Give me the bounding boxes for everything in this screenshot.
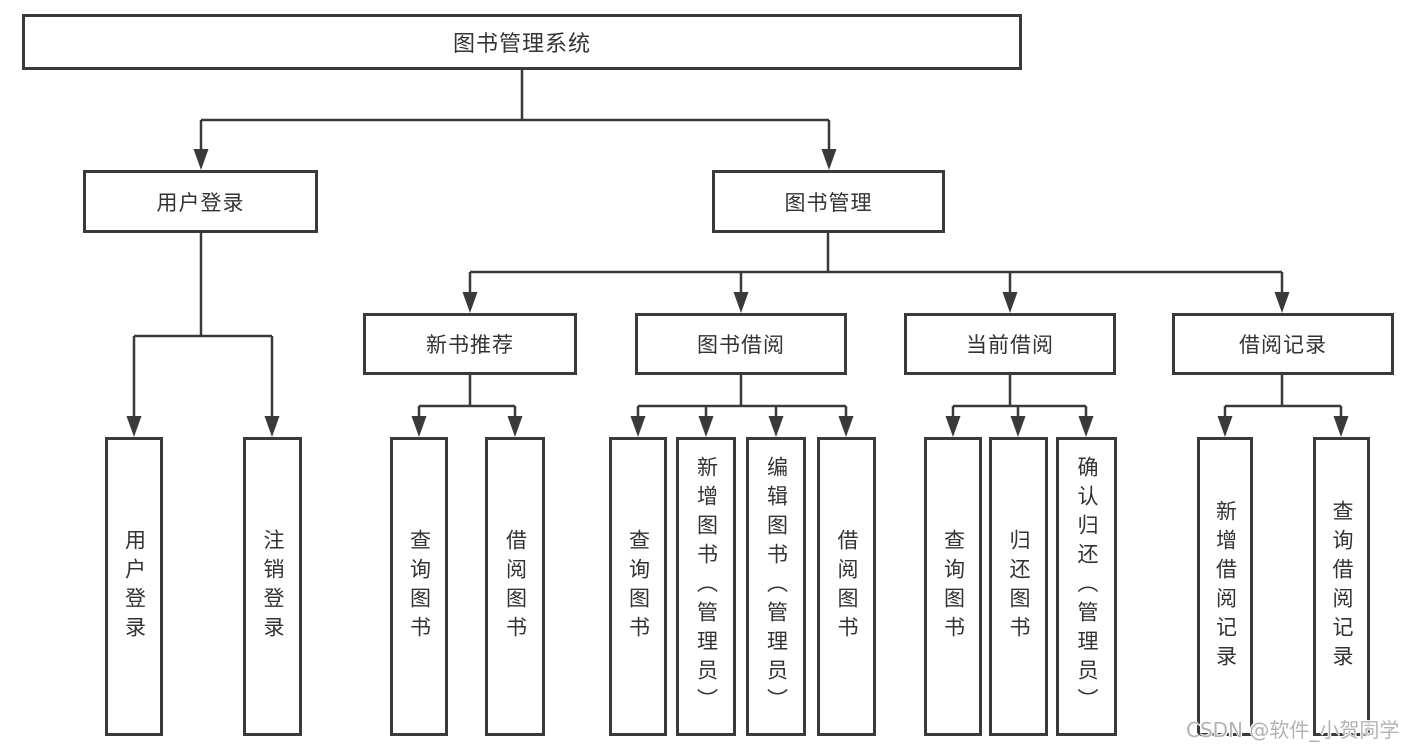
leaf-query-books-current-label: 查询图书 [941,528,966,645]
node-borrow-records: 借阅记录 [1172,313,1394,375]
node-new-book-recommend-label: 新书推荐 [426,333,514,357]
node-borrow-records-label: 借阅记录 [1239,333,1327,357]
leaf-query-borrow-record-label: 查询借阅记录 [1330,499,1354,674]
node-user-login-label: 用户登录 [156,190,245,215]
leaf-borrow-books-recommend: 借阅图书 [485,437,545,736]
csdn-watermark: CSDN @软件_小贺同学 [1186,718,1400,742]
leaf-user-login: 用户登录 [105,437,163,736]
leaf-confirm-return-admin-label: 确认归还（管理员） [1075,456,1099,717]
node-current-borrow-label: 当前借阅 [966,333,1054,357]
leaf-query-borrow-record: 查询借阅记录 [1313,437,1370,736]
leaf-logout-label: 注销登录 [261,528,285,645]
node-root: 图书管理系统 [22,14,1022,70]
leaf-return-book: 归还图书 [989,437,1048,736]
leaf-query-books-borrow: 查询图书 [609,437,667,736]
node-new-book-recommend: 新书推荐 [363,313,577,375]
node-root-label: 图书管理系统 [452,32,591,57]
leaf-edit-book-admin: 编辑图书（管理员） [746,437,806,736]
leaf-borrow-books-recommend-label: 借阅图书 [503,528,528,645]
leaf-add-book-admin: 新增图书（管理员） [676,437,736,736]
node-book-management-label: 图书管理 [784,190,873,215]
leaf-return-book-label: 归还图书 [1007,528,1031,645]
leaf-add-borrow-record-label: 新增借阅记录 [1213,499,1238,674]
node-book-management: 图书管理 [712,170,945,233]
node-book-borrow: 图书借阅 [635,313,847,375]
leaf-query-books-recommend: 查询图书 [390,437,448,736]
node-book-borrow-label: 图书借阅 [697,333,785,357]
leaf-borrow-books-label: 借阅图书 [835,528,859,645]
leaf-query-books-recommend-label: 查询图书 [407,528,432,645]
leaf-confirm-return-admin: 确认归还（管理员） [1056,437,1117,736]
node-current-borrow: 当前借阅 [904,313,1116,375]
node-user-login: 用户登录 [83,170,318,233]
leaf-borrow-books: 借阅图书 [817,437,876,736]
leaf-add-book-admin-label: 新增图书（管理员） [694,456,719,717]
leaf-query-books-borrow-label: 查询图书 [626,528,651,645]
leaf-user-login-label: 用户登录 [122,528,147,645]
leaf-edit-book-admin-label: 编辑图书（管理员） [764,456,789,717]
leaf-add-borrow-record: 新增借阅记录 [1197,437,1253,736]
leaf-logout: 注销登录 [243,437,302,736]
leaf-query-books-current: 查询图书 [924,437,982,736]
